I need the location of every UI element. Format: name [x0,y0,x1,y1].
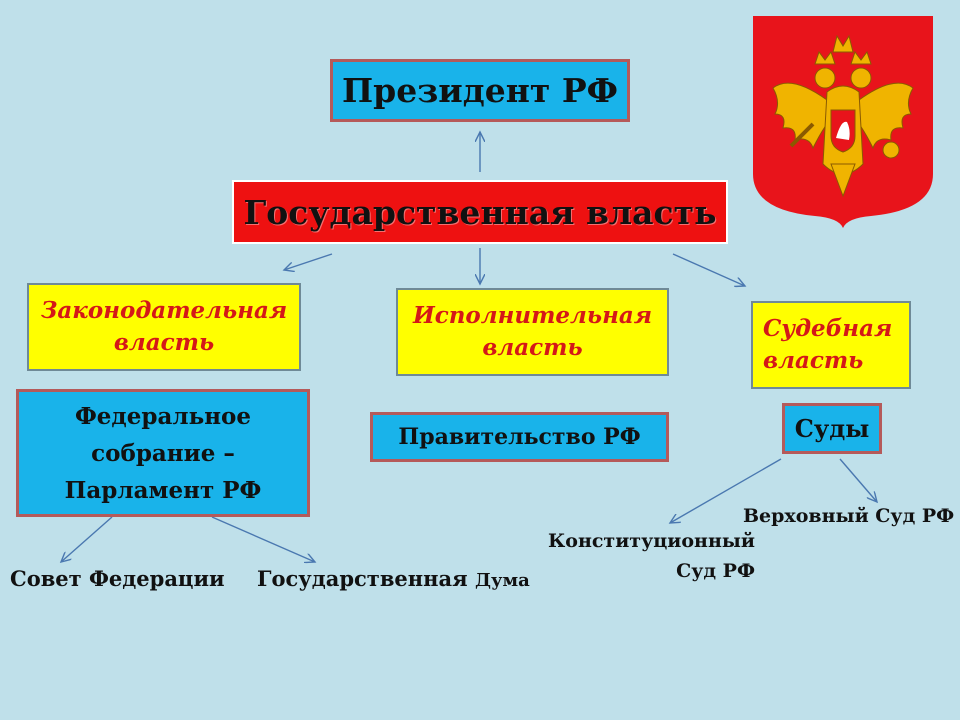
arrow-to-state-duma [211,516,315,562]
federal-assembly-box: Федеральное собрание – Парламент РФ [16,389,310,517]
coat-of-arms-emblem [753,16,933,228]
courts-box: Суды [782,403,882,454]
judicial-branch-label: Судебная власть [763,315,893,374]
government-label: Правительство РФ [398,424,641,450]
supreme-court-label: Верховный Суд РФ [743,505,955,527]
constitutional-court-line2: Суд РФ [676,560,755,582]
arrow-to-legislative [284,253,333,270]
state-duma-word1: Государственная [257,566,468,591]
constitutional-court-label: Конституционный Суд РФ [548,526,755,586]
federal-assembly-line3: Парламент РФ [64,476,262,504]
constitutional-court-line1: Конституционный [548,530,755,552]
arrow-to-judicial [672,253,745,286]
president-label: Президент РФ [342,71,618,110]
arrow-to-supreme-court [839,458,877,502]
executive-branch-label: Исполнительная власть [412,302,653,361]
courts-label: Суды [794,414,870,443]
judicial-branch-box: Судебная власть [751,301,911,389]
president-box: Президент РФ [330,59,630,122]
state-power-box: Государственная власть [232,180,728,244]
federal-assembly-line1: Федеральное [74,402,252,430]
state-duma-label: Государственная Дума [257,566,530,591]
state-duma-word2: Дума [474,570,530,591]
legislative-branch-box: Законодательная власть [27,283,301,371]
executive-branch-box: Исполнительная власть [396,288,669,376]
legislative-branch-label: Законодательная власть [40,297,288,356]
government-box: Правительство РФ [370,412,669,462]
federal-assembly-line2: собрание – [91,439,235,467]
arrow-to-federation-council [61,516,113,562]
arrow-to-constitutional-court [670,458,782,523]
federation-council-label: Совет Федерации [10,566,225,591]
state-power-label: Государственная власть [243,192,717,232]
